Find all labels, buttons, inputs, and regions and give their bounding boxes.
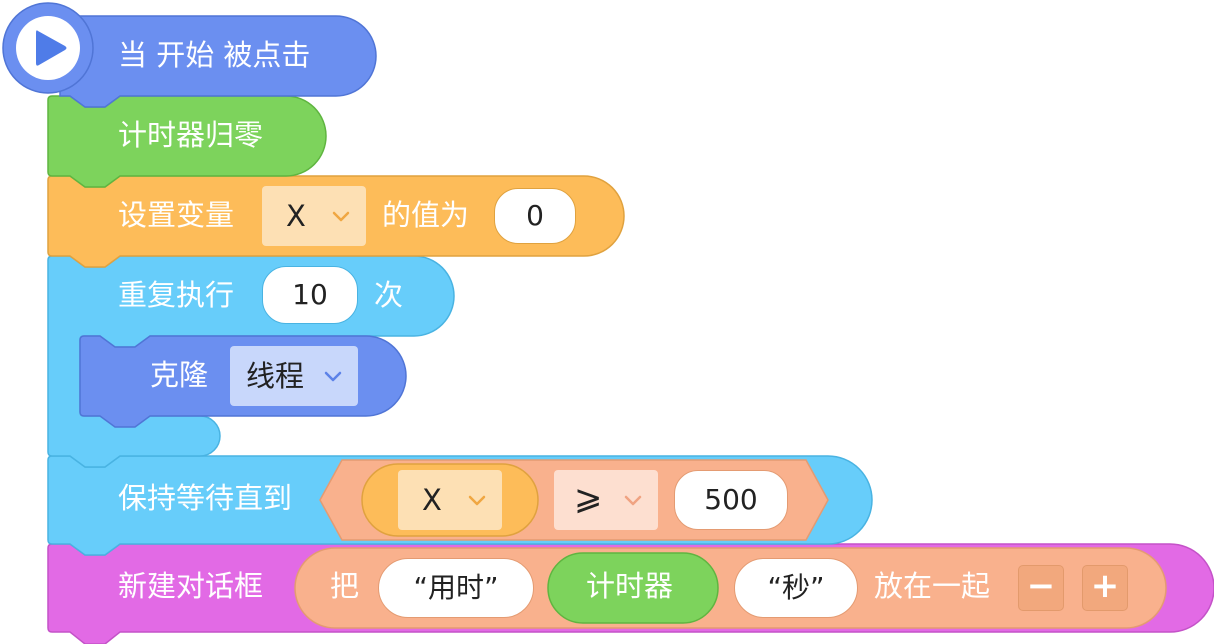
chevron-down-icon xyxy=(324,371,342,382)
set-variable-mid-label: 的值为 xyxy=(382,198,470,232)
condition-value-input[interactable]: 500 xyxy=(674,470,788,530)
clone-target-value: 线程 xyxy=(246,359,305,393)
wait-until-label: 保持等待直到 xyxy=(118,481,293,515)
operator-value: ⩾ xyxy=(574,478,603,518)
condition-variable-value: X xyxy=(422,483,442,517)
chevron-down-icon xyxy=(468,495,486,506)
remove-item-button[interactable]: − xyxy=(1018,565,1064,611)
set-variable-label: 设置变量 xyxy=(118,198,235,232)
set-variable-value-input[interactable]: 0 xyxy=(494,188,576,244)
timer-reporter-shape[interactable] xyxy=(547,552,719,624)
dialog-label: 新建对话框 xyxy=(118,569,264,603)
clone-target-dropdown[interactable]: 线程 xyxy=(230,346,358,406)
variable-dropdown-value: X xyxy=(286,199,306,233)
hat-label: 当 开始 被点击 xyxy=(118,38,311,72)
join-item-3-input[interactable]: “秒” xyxy=(734,558,858,618)
chevron-down-icon xyxy=(332,211,350,222)
variable-dropdown[interactable]: X xyxy=(262,186,366,246)
repeat-label: 重复执行 xyxy=(118,278,235,312)
operator-dropdown[interactable]: ⩾ xyxy=(554,470,658,530)
play-icon[interactable] xyxy=(36,30,67,66)
join-label: 把 xyxy=(330,569,360,603)
chevron-down-icon xyxy=(624,495,642,506)
join-item-1-input[interactable]: “用时” xyxy=(378,558,534,618)
reset-timer-label: 计时器归零 xyxy=(118,118,264,152)
hat-block-shape[interactable] xyxy=(59,15,377,108)
timer-reporter-label: 计时器 xyxy=(586,569,674,603)
condition-variable-dropdown[interactable]: X xyxy=(398,470,502,530)
clone-label: 克隆 xyxy=(150,358,209,392)
repeat-count-input[interactable]: 10 xyxy=(262,266,358,324)
reset-timer-block-shape[interactable] xyxy=(47,95,327,188)
join-suffix-label: 放在一起 xyxy=(874,569,991,603)
add-item-button[interactable]: + xyxy=(1082,565,1128,611)
repeat-suffix-label: 次 xyxy=(374,278,404,312)
